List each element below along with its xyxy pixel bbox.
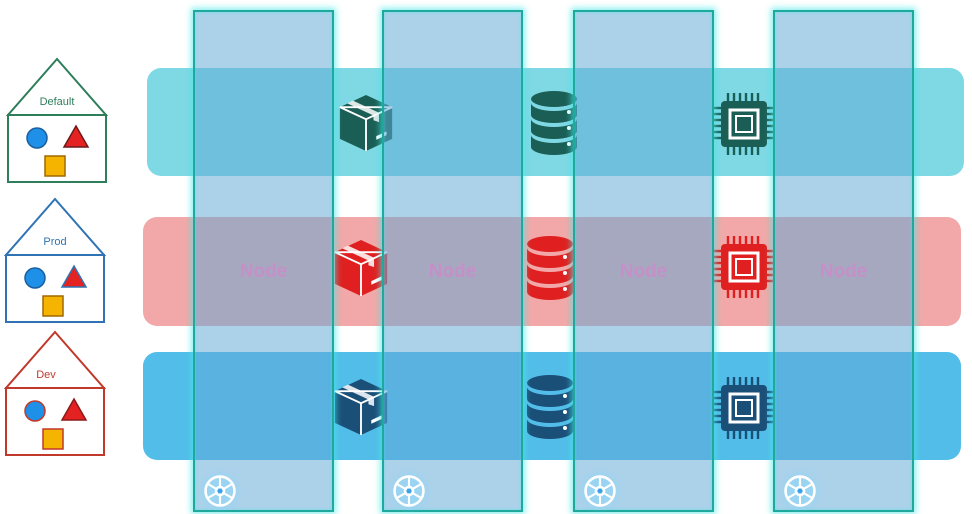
namespace-label: Default (40, 96, 75, 108)
node-label: Node (428, 261, 477, 282)
square-shape-icon (42, 295, 64, 317)
namespace-label: Dev (36, 369, 56, 381)
circle-shape-icon (24, 400, 46, 422)
kubernetes-helm-icon (392, 474, 426, 508)
node-3: Node (573, 10, 714, 512)
namespace-house-prod: Prod (4, 197, 106, 323)
triangle-shape-icon (60, 397, 88, 421)
box-icon (333, 235, 389, 301)
database-icon (526, 374, 574, 440)
circle-shape-icon (24, 267, 46, 289)
cpu-chip-icon (712, 235, 776, 299)
namespace-house-dev: Dev (4, 330, 106, 456)
kubernetes-helm-icon (783, 474, 817, 508)
node-4: Node (773, 10, 914, 512)
node-1: Node (193, 10, 334, 512)
square-shape-icon (44, 155, 66, 177)
database-icon (526, 235, 574, 301)
square-shape-icon (42, 428, 64, 450)
cpu-chip-icon (712, 92, 776, 156)
triangle-shape-icon (60, 264, 88, 288)
cpu-chip-icon (712, 376, 776, 440)
database-icon (530, 90, 578, 156)
circle-shape-icon (26, 127, 48, 149)
box-icon (333, 374, 389, 440)
triangle-shape-icon (62, 124, 90, 148)
node-label: Node (239, 261, 288, 282)
kubernetes-helm-icon (583, 474, 617, 508)
node-label: Node (619, 261, 668, 282)
namespace-house-default: Default (6, 57, 108, 183)
node-label: Node (819, 261, 868, 282)
node-2: Node (382, 10, 523, 512)
namespace-label: Prod (43, 236, 66, 248)
kubernetes-helm-icon (203, 474, 237, 508)
